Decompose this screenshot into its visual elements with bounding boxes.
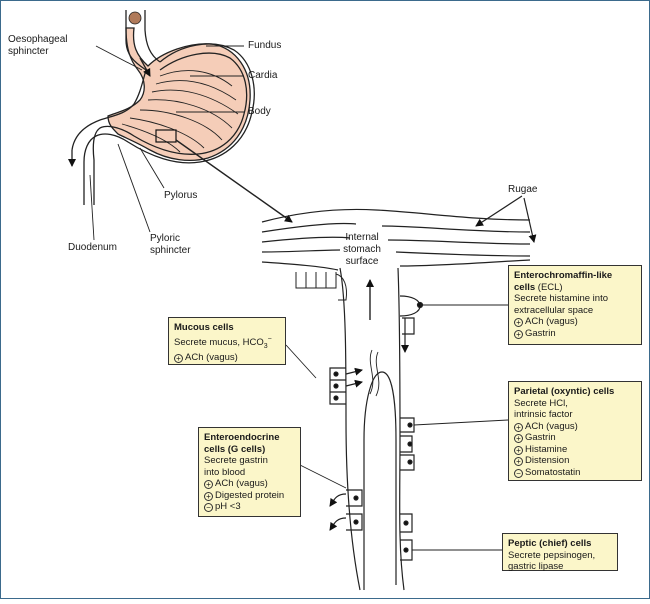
label-line: Internal bbox=[345, 232, 379, 243]
parietal-cells-box: Parietal (oxyntic) cells Secrete HCl, in… bbox=[508, 381, 642, 481]
box-title: Enteroendocrine bbox=[204, 432, 280, 443]
stomach-leaders bbox=[89, 45, 244, 241]
label-line: Oesophageal bbox=[8, 34, 68, 45]
factor-text: ACh (vagus) bbox=[215, 478, 268, 489]
box-title: Parietal (oxyntic) cells bbox=[514, 386, 615, 397]
factor-text: Gastrin bbox=[525, 432, 556, 443]
label-pyloric-sphincter: Pyloric sphincter bbox=[150, 233, 191, 257]
label-duodenum: Duodenum bbox=[68, 242, 117, 253]
box-line: Secrete HCl, bbox=[514, 397, 568, 409]
stomach bbox=[68, 10, 293, 223]
factor-text: Histamine bbox=[525, 443, 568, 455]
box-line: into blood bbox=[204, 466, 246, 478]
label-rugae: Rugae bbox=[508, 184, 538, 195]
stimulate-sign: + bbox=[514, 318, 523, 327]
label-line: sphincter bbox=[8, 46, 49, 57]
factor-text: Digested protein bbox=[215, 489, 285, 501]
box-title: Enterochromaffin-like bbox=[514, 270, 613, 281]
factor-row: +Distension bbox=[514, 455, 636, 467]
label-internal-stomach-surface: Internal stomach surface bbox=[340, 232, 384, 268]
label-body: Body bbox=[248, 106, 271, 117]
stomach-fill bbox=[107, 27, 251, 161]
factor-text: ACh (vagus) bbox=[525, 316, 578, 327]
box-line: Secrete histamine into bbox=[514, 293, 608, 304]
label-fundus: Fundus bbox=[248, 40, 282, 51]
factor-text: pH <3 bbox=[215, 501, 241, 512]
factor-text: Somatostatin bbox=[525, 466, 581, 478]
g-cells-box: Enteroendocrine cells (G cells) Secrete … bbox=[198, 427, 301, 517]
label-oesophageal-sphincter: Oesophageal sphincter bbox=[8, 34, 68, 58]
box-title: cells (G cells) bbox=[204, 443, 266, 455]
ecl-cells-box: Enterochromaffin-like cells (ECL) Secret… bbox=[508, 265, 642, 345]
box-line: Secrete gastrin bbox=[204, 455, 268, 466]
box-line: intrinsic factor bbox=[514, 409, 573, 420]
label-line: Pyloric bbox=[150, 233, 181, 244]
factor-row: +ACh (vagus) bbox=[514, 421, 636, 433]
stimulate-sign: + bbox=[514, 422, 523, 432]
box-line-text: Secrete mucus, HCO bbox=[174, 336, 264, 348]
factor-text: Distension bbox=[525, 455, 570, 466]
stimulate-sign: + bbox=[204, 480, 213, 489]
factor-row: +ACh (vagus) bbox=[204, 478, 295, 490]
factor-text: ACh (vagus) bbox=[185, 352, 238, 364]
inhibit-sign: − bbox=[514, 468, 523, 478]
factor-row: +ACh (vagus) bbox=[174, 352, 280, 364]
label-pylorus: Pylorus bbox=[164, 190, 198, 201]
label-line: stomach bbox=[343, 244, 381, 255]
box-title: cells bbox=[514, 281, 536, 293]
inhibit-sign: − bbox=[204, 503, 213, 512]
stimulate-sign: + bbox=[174, 354, 183, 364]
factor-row: +Histamine bbox=[514, 444, 636, 456]
stimulate-sign: + bbox=[204, 491, 213, 501]
gastric-gland bbox=[261, 195, 537, 591]
factor-row: +Digested protein bbox=[204, 490, 295, 502]
box-line: extracellular space bbox=[514, 304, 594, 316]
box-title: Mucous cells bbox=[174, 322, 234, 333]
mucous-cells-box: Mucous cells Secrete mucus, HCO3− +ACh (… bbox=[168, 317, 286, 365]
stimulate-sign: + bbox=[514, 457, 523, 466]
box-line: gastric lipase bbox=[508, 561, 564, 572]
stimulate-sign: + bbox=[514, 445, 523, 455]
label-line: surface bbox=[345, 256, 379, 267]
factor-row: +Gastrin bbox=[514, 432, 636, 444]
box-title: Peptic (chief) cells bbox=[508, 538, 592, 549]
factor-text: ACh (vagus) bbox=[525, 420, 578, 432]
label-line: sphincter bbox=[150, 245, 191, 256]
box-line: Secrete pepsinogen, bbox=[508, 549, 596, 561]
subscript: 3 bbox=[263, 342, 268, 350]
factor-text: Gastrin bbox=[525, 327, 556, 339]
superscript: − bbox=[267, 335, 272, 343]
factor-row: −Somatostatin bbox=[514, 467, 636, 479]
factor-row: +ACh (vagus) bbox=[514, 316, 636, 328]
box-title-suffix: (ECL) bbox=[537, 281, 563, 293]
factor-row: −pH <3 bbox=[204, 501, 295, 513]
factor-row: +Gastrin bbox=[514, 328, 636, 340]
label-cardia: Cardia bbox=[248, 70, 278, 81]
box-line: Secrete mucus, HCO3− bbox=[174, 334, 280, 353]
stimulate-sign: + bbox=[514, 329, 523, 339]
stimulate-sign: + bbox=[514, 434, 523, 443]
peptic-cells-box: Peptic (chief) cells Secrete pepsinogen,… bbox=[502, 533, 618, 572]
food-bolus bbox=[128, 11, 142, 25]
